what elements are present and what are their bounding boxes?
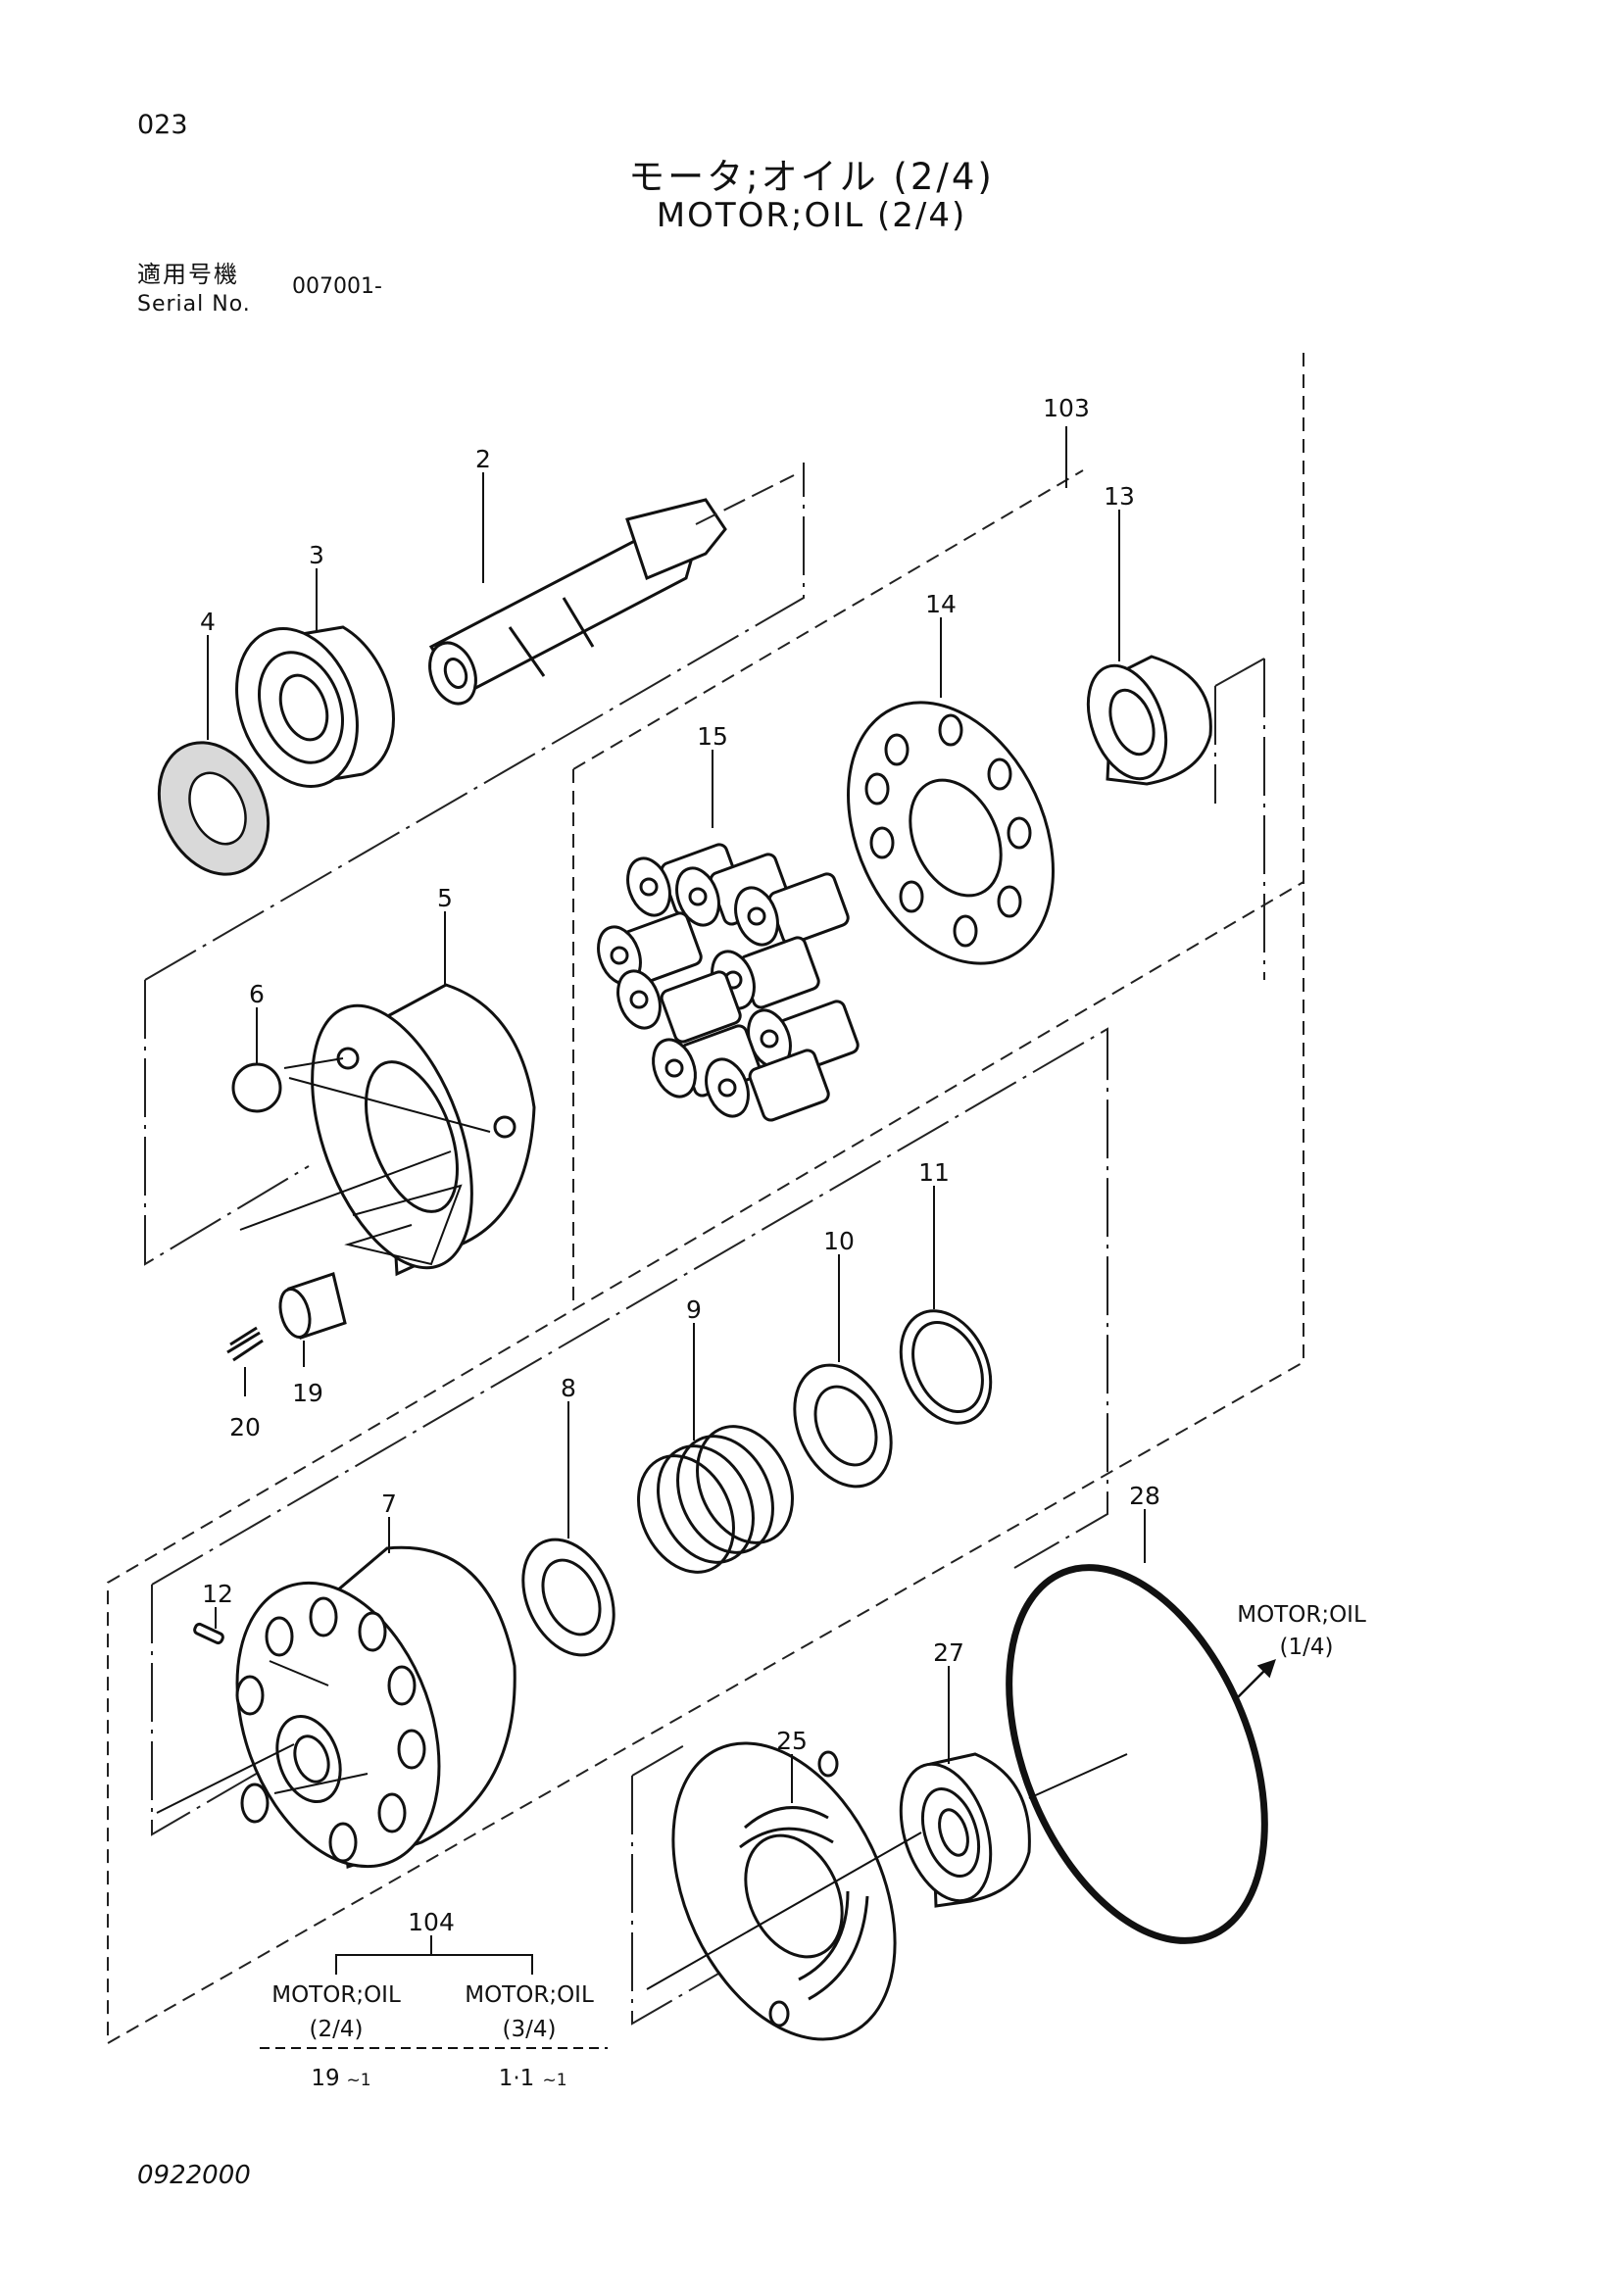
page-title-japanese: モータ;オイル (2/4) xyxy=(628,156,995,198)
serial-label-japanese: 適用号機 xyxy=(137,261,239,288)
reference-label-page: (1/4) xyxy=(1280,1635,1334,1660)
piston xyxy=(711,936,820,1010)
oring-centerline xyxy=(1028,1753,1128,1799)
shaft-centerline xyxy=(695,474,795,525)
label-part-4: 4 xyxy=(200,608,216,636)
label-assembly-103: 103 xyxy=(1043,394,1090,422)
label-part-6: 6 xyxy=(249,980,265,1008)
piston xyxy=(705,1049,830,1122)
label-part-25: 25 xyxy=(776,1727,808,1755)
assy104-left-name: MOTOR;OIL xyxy=(271,1982,401,2008)
label-part-7: 7 xyxy=(381,1490,397,1518)
part-8-washer xyxy=(521,1538,615,1657)
label-part-12: 12 xyxy=(202,1580,233,1608)
piston xyxy=(734,872,850,947)
label-part-8: 8 xyxy=(561,1374,576,1402)
part-2-shaft xyxy=(428,498,727,706)
assy104-right-qty-sub: ~1 xyxy=(542,2071,566,2090)
label-part-5: 5 xyxy=(437,884,453,912)
part-3-bearing xyxy=(235,625,395,788)
assembly-103-outline xyxy=(107,353,1304,2045)
part-12-pin xyxy=(193,1622,224,1645)
label-part-19: 19 xyxy=(292,1379,323,1407)
piston xyxy=(597,911,703,986)
assy104-right-page: (3/4) xyxy=(503,2017,557,2042)
ball-leader-lines xyxy=(239,1057,491,1266)
part-9-spring xyxy=(637,1425,794,1574)
valve-centerline xyxy=(646,1832,922,1990)
label-part-13: 13 xyxy=(1104,482,1135,511)
label-part-20: 20 xyxy=(229,1413,261,1441)
part-20-spring xyxy=(226,1326,264,1362)
part-6-ball xyxy=(231,1062,282,1113)
part-13-spherical-bush xyxy=(1086,655,1212,786)
assembly-bracket-lines xyxy=(144,463,1265,2026)
assy104-left-page: (2/4) xyxy=(310,2017,364,2042)
label-part-11: 11 xyxy=(918,1158,950,1187)
assembly-104-bracket xyxy=(260,1935,608,2049)
page-number: 023 xyxy=(137,110,188,140)
part-11-snap-ring xyxy=(899,1309,993,1425)
label-leader-lines xyxy=(207,426,1146,1803)
part-5-housing xyxy=(311,983,536,1277)
page-title-english: MOTOR;OIL (2/4) xyxy=(656,196,967,235)
part-25-valve-plate xyxy=(671,1741,897,2041)
reference-label-name: MOTOR;OIL xyxy=(1237,1602,1366,1628)
part-4-oil-seal xyxy=(157,741,270,876)
label-part-14: 14 xyxy=(925,590,957,618)
serial-label-english: Serial No. xyxy=(137,292,251,317)
reference-arrow-1-4 xyxy=(1234,1659,1276,1701)
cylinder-leader-lines xyxy=(156,1660,369,1814)
assy104-right-name: MOTOR;OIL xyxy=(465,1982,594,2008)
assy104-right-qty: 1·1 xyxy=(499,2066,535,2091)
document-code: 0922000 xyxy=(137,2161,251,2190)
label-part-2: 2 xyxy=(475,445,491,473)
label-part-15: 15 xyxy=(697,722,728,751)
part-15-piston-set xyxy=(597,843,860,1122)
label-part-10: 10 xyxy=(823,1227,855,1255)
serial-value: 007001- xyxy=(292,274,382,299)
label-part-9: 9 xyxy=(686,1295,702,1324)
part-14-retainer-plate xyxy=(847,701,1055,965)
part-7-cylinder-block xyxy=(235,1545,516,1870)
part-28-o-ring xyxy=(1006,1564,1268,1944)
assy104-left-qty: 19 xyxy=(311,2066,339,2091)
label-assembly-104: 104 xyxy=(408,1908,455,1936)
assy104-left-qty-sub: ~1 xyxy=(346,2071,370,2090)
label-part-3: 3 xyxy=(309,541,324,569)
part-19-pin xyxy=(278,1272,347,1340)
part-27-bearing xyxy=(899,1752,1031,1908)
label-part-28: 28 xyxy=(1129,1482,1160,1510)
piston xyxy=(616,969,742,1044)
part-10-ring xyxy=(793,1363,893,1489)
label-part-27: 27 xyxy=(933,1638,964,1667)
